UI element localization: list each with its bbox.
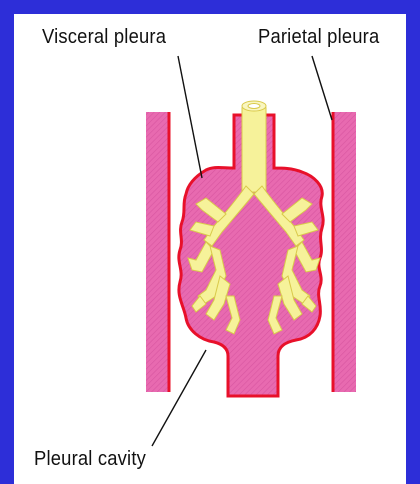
left-chest-wall [146,112,168,392]
parietal-pleura-label: Parietal pleura [258,26,379,49]
visceral-pleura-leader [178,56,202,178]
visceral-pleura-label: Visceral pleura [42,26,166,49]
parietal-pleura-leader [312,56,332,120]
pleural-cavity-label: Pleural cavity [34,448,146,471]
right-chest-wall [334,112,356,392]
